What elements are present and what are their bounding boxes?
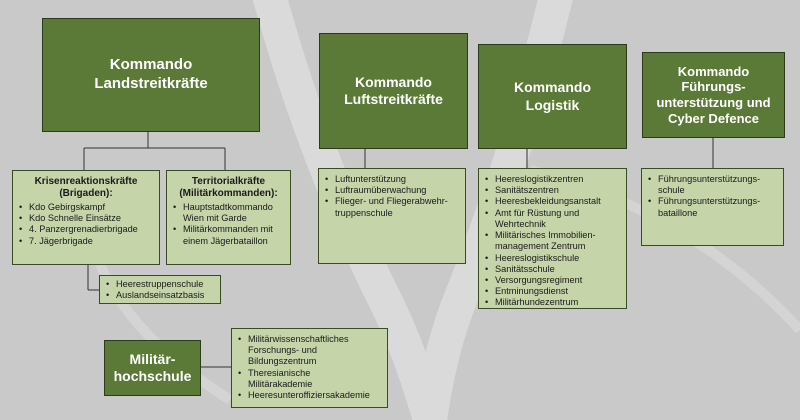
luftstreitkraefte-einheiten-box: Luftunterstützung Luftraumüberwachung Fl… bbox=[318, 168, 466, 264]
kommando-landstreitkraefte-label: Kommando Landstreitkräfte bbox=[94, 56, 208, 92]
krisenreaktionskraefte-list: Kdo Gebirgskampf Kdo Schnelle Einsätze 4… bbox=[19, 202, 153, 247]
fueu-einheiten-list: Führungsunterstützungs- schule Führungsu… bbox=[648, 174, 777, 219]
list-item: Hauptstadtkommando Wien mit Garde bbox=[173, 202, 284, 224]
kommando-logistik-label: Kommando Logistik bbox=[514, 79, 591, 113]
list-item: Flieger- und Fliegerabwehr- truppenschul… bbox=[325, 196, 459, 218]
list-item: Auslandseinsatzbasis bbox=[106, 290, 214, 301]
list-item: Militärwissenschaftliches Forschungs- un… bbox=[238, 334, 381, 368]
list-item: Militärisches Immobilien- management Zen… bbox=[485, 230, 620, 252]
list-item: Versorgungsregiment bbox=[485, 275, 620, 286]
militaerhochschule-label: Militär- hochschule bbox=[113, 350, 192, 385]
logistik-einheiten-box: Heereslogistikzentren Sanitätszentren He… bbox=[478, 168, 627, 309]
list-item: Heereslogistikzentren bbox=[485, 174, 620, 185]
list-item: Kdo Schnelle Einsätze bbox=[19, 213, 153, 224]
list-item: Heeresunteroffiziersakademie bbox=[238, 390, 381, 401]
krisenreaktionskraefte-heading: Krisenreaktionskräfte (Brigaden): bbox=[34, 176, 138, 199]
list-item: Kdo Gebirgskampf bbox=[19, 202, 153, 213]
list-item: 4. Panzergrenadierbrigade bbox=[19, 224, 153, 235]
logistik-einheiten-list: Heereslogistikzentren Sanitätszentren He… bbox=[485, 174, 620, 309]
kommando-logistik-box: Kommando Logistik bbox=[478, 44, 627, 149]
list-item: Luftunterstützung bbox=[325, 174, 459, 185]
kommando-fueu-box: Kommando Führungs- unterstützung und Cyb… bbox=[642, 52, 785, 138]
kommando-luftstreitkraefte-label: Kommando Luftstreitkräfte bbox=[344, 73, 443, 108]
militaerhochschule-einheiten-box: Militärwissenschaftliches Forschungs- un… bbox=[231, 328, 388, 408]
list-item: Amt für Rüstung und Wehrtechnik bbox=[485, 208, 620, 230]
territorialkraefte-box: Territorialkräfte (Militärkommanden): Ha… bbox=[166, 170, 291, 265]
kommando-luftstreitkraefte-box: Kommando Luftstreitkräfte bbox=[319, 33, 468, 149]
list-item: Entminungsdienst bbox=[485, 286, 620, 297]
list-item: Militärkommanden mit einem Jägerbataillo… bbox=[173, 224, 284, 246]
territorialkraefte-heading: Territorialkräfte (Militärkommanden): bbox=[179, 176, 278, 199]
kommando-landstreitkraefte-box: Kommando Landstreitkräfte bbox=[42, 18, 260, 132]
list-item: Heeresbekleidungsanstalt bbox=[485, 196, 620, 207]
list-item: Luftraumüberwachung bbox=[325, 185, 459, 196]
kommando-fueu-label: Kommando Führungs- unterstützung und Cyb… bbox=[656, 63, 771, 126]
krisenreaktionskraefte-box: Krisenreaktionskräfte (Brigaden): Kdo Ge… bbox=[12, 170, 160, 265]
list-item: Militärhundezentrum bbox=[485, 297, 620, 308]
list-item: Heerestruppenschule bbox=[106, 279, 214, 290]
fueu-einheiten-box: Führungsunterstützungs- schule Führungsu… bbox=[641, 168, 784, 246]
list-item: 7. Jägerbrigade bbox=[19, 236, 153, 247]
list-item: Führungsunterstützungs- bataillone bbox=[648, 196, 777, 218]
list-item: Führungsunterstützungs- schule bbox=[648, 174, 777, 196]
landstreitkraefte-schulen-box: Heerestruppenschule Auslandseinsatzbasis bbox=[99, 275, 221, 304]
list-item: Sanitätszentren bbox=[485, 185, 620, 196]
landstreitkraefte-schulen-list: Heerestruppenschule Auslandseinsatzbasis bbox=[106, 279, 214, 302]
militaerhochschule-box: Militär- hochschule bbox=[104, 340, 201, 396]
militaerhochschule-einheiten-list: Militärwissenschaftliches Forschungs- un… bbox=[238, 334, 381, 402]
list-item: Sanitätsschule bbox=[485, 264, 620, 275]
luftstreitkraefte-einheiten-list: Luftunterstützung Luftraumüberwachung Fl… bbox=[325, 174, 459, 219]
list-item: Theresianische Militärakademie bbox=[238, 368, 381, 390]
list-item: Heereslogistikschule bbox=[485, 253, 620, 264]
territorialkraefte-list: Hauptstadtkommando Wien mit Garde Militä… bbox=[173, 202, 284, 247]
